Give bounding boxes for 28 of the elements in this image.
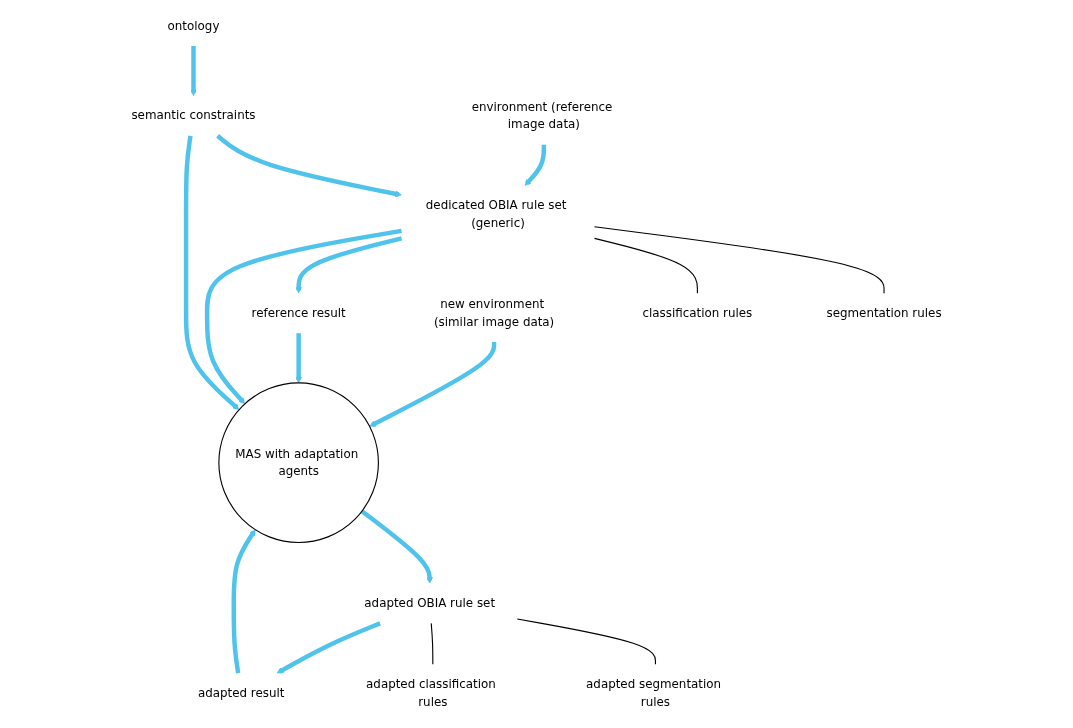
connector	[430, 622, 434, 665]
node-text: adapted OBIA rule set	[364, 595, 496, 611]
node-text: environment (reference image data)	[471, 99, 613, 132]
arrow	[216, 134, 402, 198]
node-text: new environment (similar image data)	[433, 296, 555, 329]
arrow	[360, 509, 433, 584]
connector	[593, 226, 885, 294]
node-text: dedicated OBIA rule set (generic)	[425, 198, 567, 231]
node-text: segmentation rules	[826, 305, 942, 320]
arrow	[524, 144, 547, 186]
arrow	[295, 236, 403, 294]
arrow	[231, 529, 256, 674]
arrow	[276, 621, 381, 674]
node-text: adapted segmentation rules	[586, 676, 722, 709]
connector	[593, 237, 698, 294]
arrow	[369, 342, 497, 427]
arrow	[183, 135, 240, 410]
arrow	[190, 46, 197, 97]
node-text: adapted classification rules	[366, 676, 496, 709]
node-text: semantic constraints	[131, 108, 256, 123]
arrow	[204, 228, 402, 405]
node-text: classification rules	[642, 305, 753, 320]
node-text: reference result	[251, 305, 346, 320]
node-text: adapted result	[197, 685, 285, 700]
connector	[516, 618, 656, 665]
node-circle: MAS with adaptation agents	[218, 382, 379, 544]
node-text: ontology	[167, 18, 220, 33]
arrow	[295, 333, 302, 384]
